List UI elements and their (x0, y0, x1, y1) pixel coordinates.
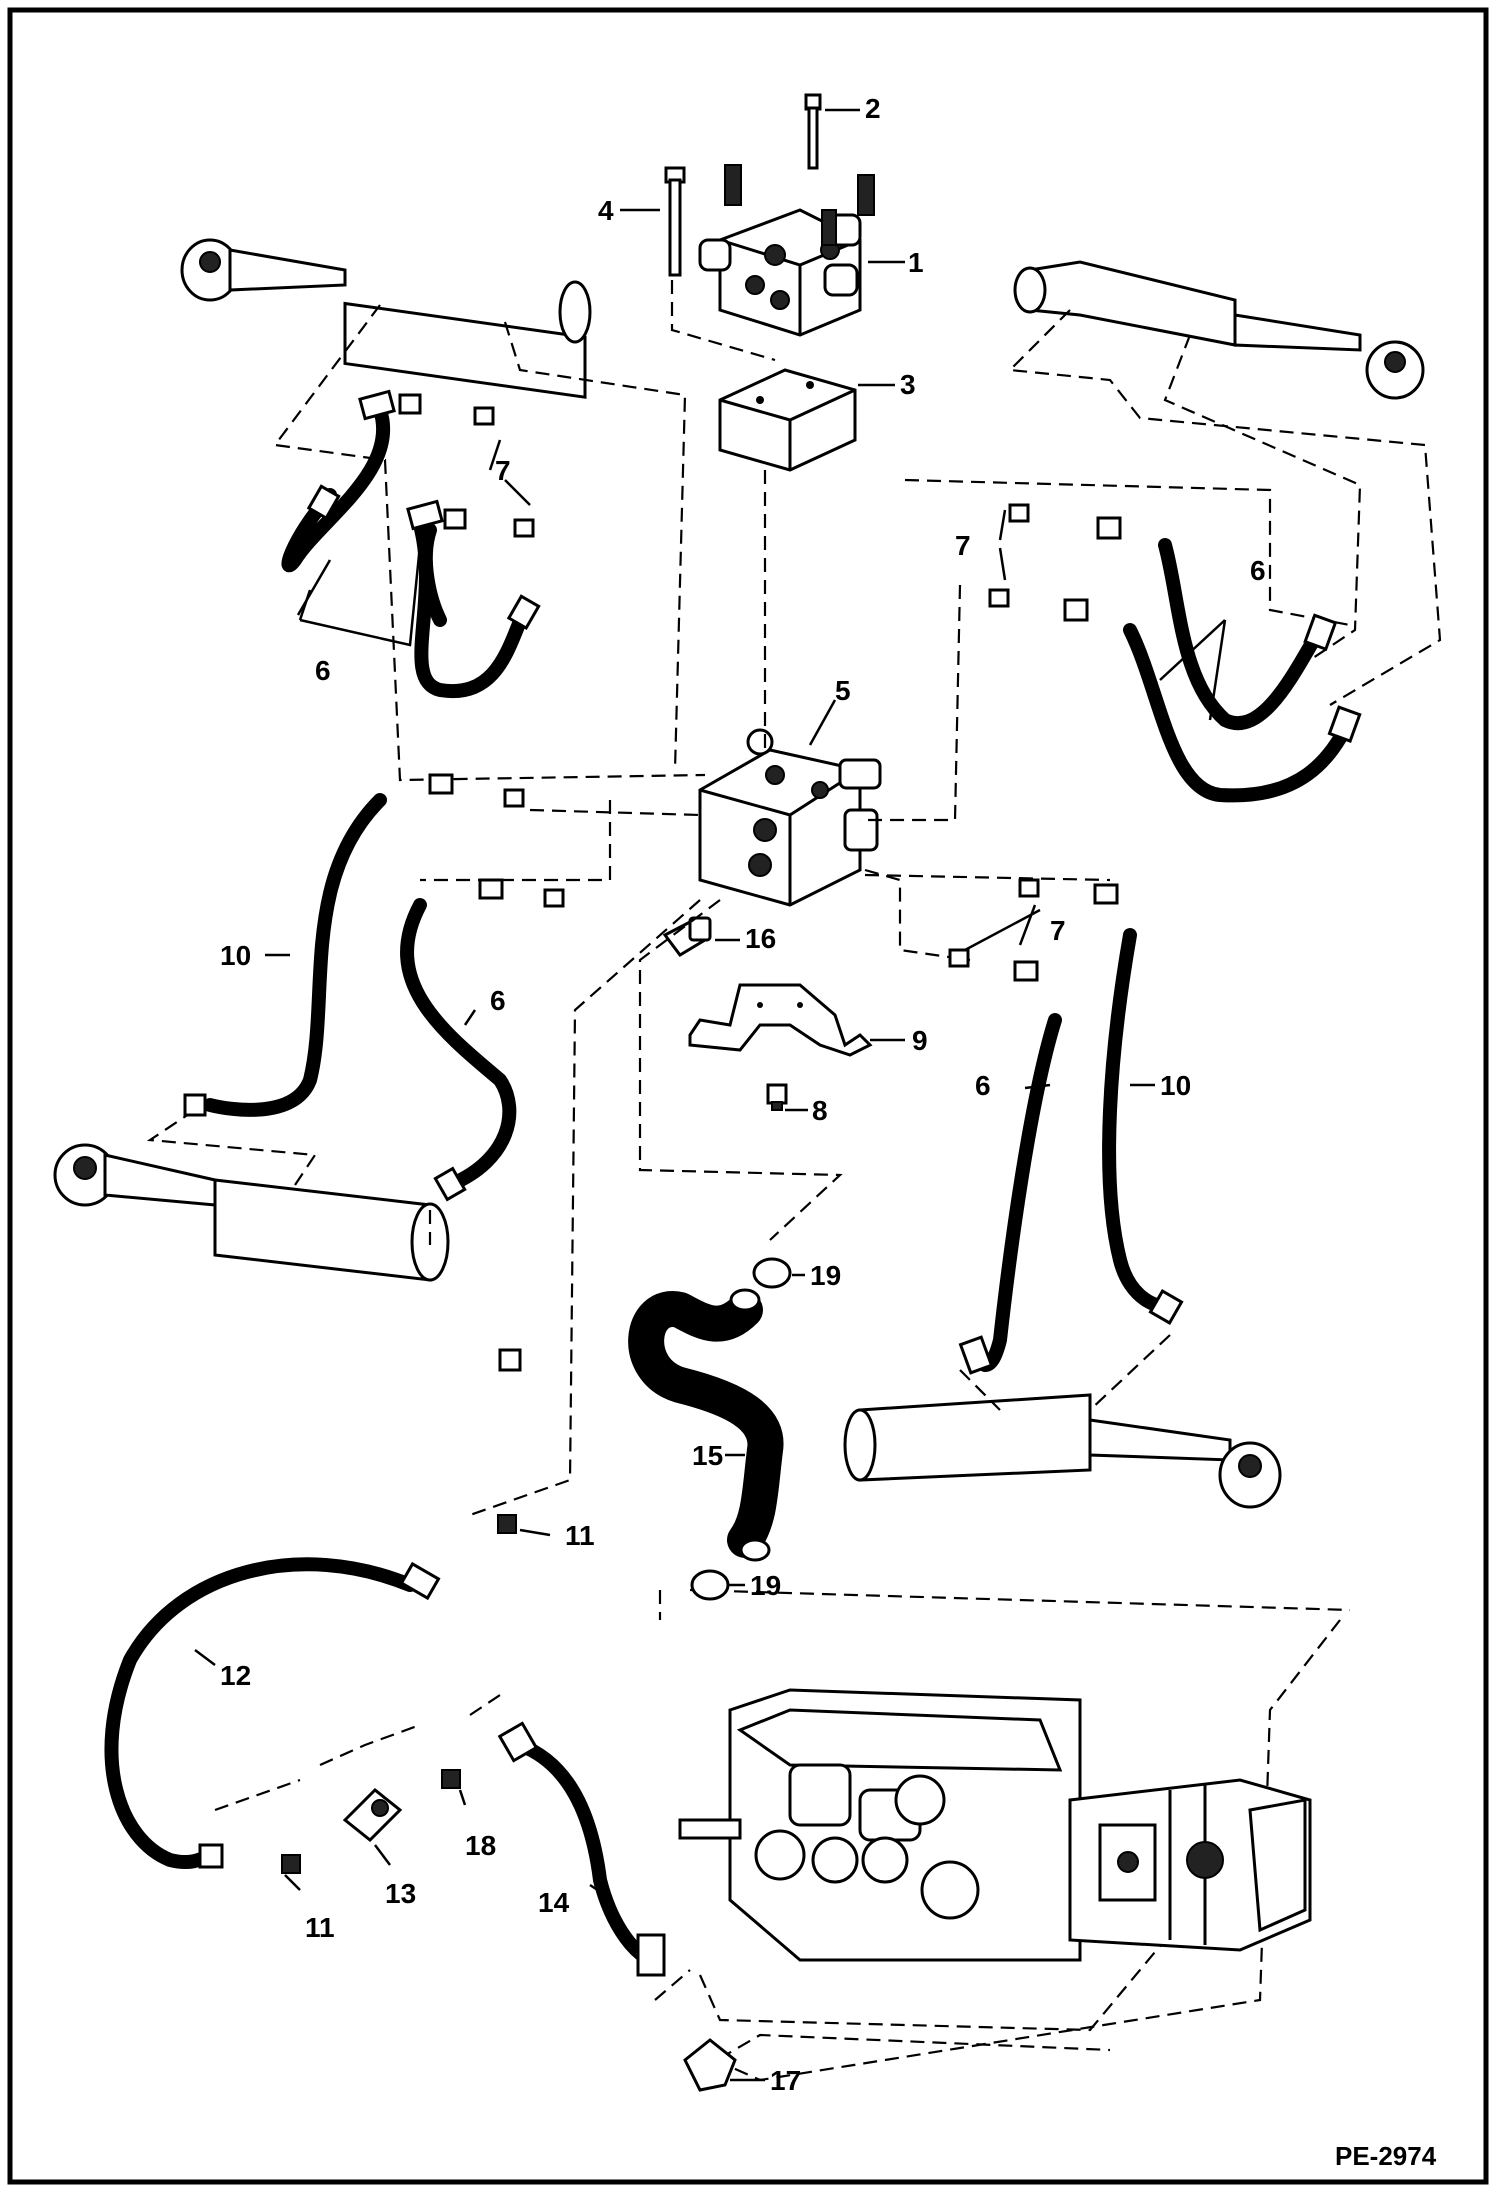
cylinder-mid-right (843, 1393, 1282, 1509)
callout-6-upper-right: 6 (1250, 555, 1266, 586)
callout-1: 1 (908, 247, 924, 278)
callout-7-upper-left: 7 (495, 455, 511, 486)
connection-guides (146, 280, 1442, 2082)
cylinder-mid-left (53, 1143, 450, 1282)
callout-5: 5 (835, 675, 851, 706)
nut-8 (766, 1083, 788, 1111)
callout-4: 4 (598, 195, 614, 226)
elbow-13 (342, 1787, 403, 1843)
cylinder-top-right (1013, 260, 1425, 400)
callout-3: 3 (900, 369, 916, 400)
callout-16: 16 (745, 923, 776, 954)
mounting-bracket-9 (688, 983, 873, 1057)
callout-8: 8 (812, 1095, 828, 1126)
callout-14: 14 (538, 1887, 570, 1918)
hose-fittings (183, 389, 1362, 1977)
bolt-4 (664, 166, 686, 277)
callout-13: 13 (385, 1878, 416, 1909)
control-valve-block-5 (698, 728, 882, 907)
elbow-fitting-17 (683, 2038, 737, 2092)
hose-15 (628, 1288, 784, 1562)
adapter-fitting-16 (662, 916, 712, 957)
manifold-plate-3 (718, 368, 857, 472)
callout-11-upper: 11 (565, 1520, 595, 1551)
callout-10-left: 10 (220, 940, 251, 971)
callout-19-upper: 19 (810, 1260, 841, 1291)
callout-18: 18 (465, 1830, 496, 1861)
bolt-2 (804, 93, 822, 170)
clamp-19-top (752, 1257, 792, 1289)
diagram-border (7, 7, 1489, 2185)
callout-10-right: 10 (1160, 1070, 1191, 1101)
hoses (104, 403, 1357, 1967)
callout-9: 9 (912, 1025, 928, 1056)
callout-11-lower: 11 (305, 1912, 335, 1943)
callout-labels: 2 1 3 4 5 6 6 6 6 7 7 7 8 9 10 10 11 11 … (220, 93, 1437, 2171)
callout-17: 17 (770, 2065, 801, 2096)
callout-19-lower: 19 (750, 1570, 781, 1601)
callout-6-mid-right: 6 (975, 1070, 991, 1101)
callout-6-mid-left: 6 (490, 985, 506, 1016)
callout-6-upper-left: 6 (315, 655, 331, 686)
callout-7-mid-right: 7 (1050, 915, 1066, 946)
callout-2: 2 (865, 93, 881, 124)
callout-15: 15 (692, 1440, 723, 1471)
drawing-code: PE-2974 (1335, 2141, 1437, 2171)
cylinder-top-left (180, 238, 592, 399)
callout-7-upper-right: 7 (955, 530, 971, 561)
hydraulic-pump-assembly (678, 1688, 1312, 1962)
clamp-19-bottom (690, 1569, 730, 1601)
solenoid-valve-assembly (698, 164, 875, 337)
callout-12: 12 (220, 1660, 251, 1691)
leader-lines (194, 108, 1227, 2082)
